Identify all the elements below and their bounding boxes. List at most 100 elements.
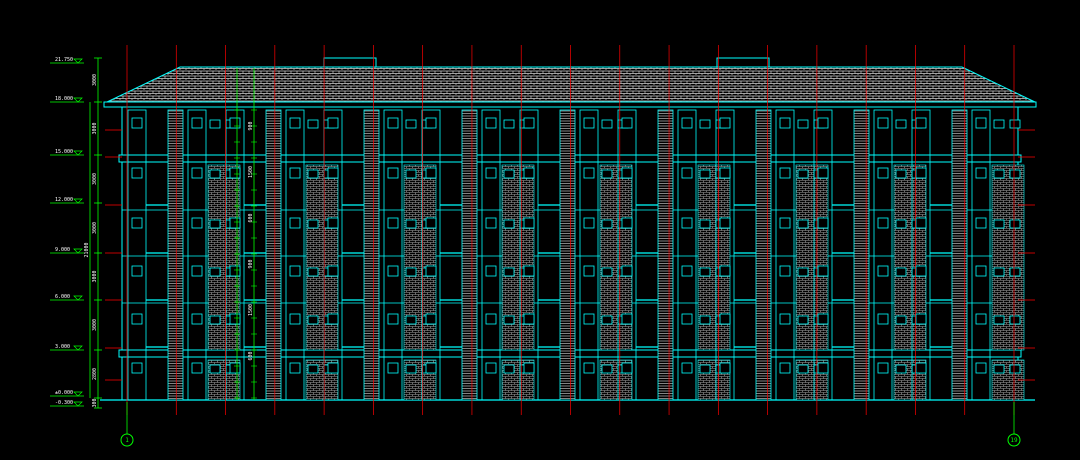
axis-bubbles: 1 19 bbox=[120, 402, 1021, 447]
window-small bbox=[797, 315, 809, 325]
louver-column bbox=[853, 109, 870, 401]
window-small bbox=[601, 169, 613, 179]
window-small bbox=[1009, 119, 1021, 129]
dimension-lines: 3000300030003000300030002800300210009001… bbox=[84, 57, 257, 409]
louver-column bbox=[167, 109, 184, 401]
window-small bbox=[209, 315, 221, 325]
level-triangle bbox=[73, 150, 83, 156]
window-small bbox=[699, 119, 711, 129]
window bbox=[327, 362, 339, 374]
dim-chain-text: 3000 bbox=[92, 173, 98, 185]
pier bbox=[383, 109, 403, 401]
window-small bbox=[699, 315, 711, 325]
window bbox=[485, 313, 497, 325]
window bbox=[191, 117, 203, 129]
level-triangle bbox=[73, 345, 83, 351]
louver-column bbox=[657, 109, 674, 401]
window bbox=[327, 117, 339, 129]
window bbox=[425, 167, 437, 179]
dim-inner-text: 600 bbox=[248, 213, 254, 222]
pier bbox=[285, 109, 305, 401]
dim-chain-text: 3000 bbox=[92, 319, 98, 331]
window bbox=[131, 313, 143, 325]
window bbox=[289, 167, 301, 179]
window bbox=[583, 167, 595, 179]
window bbox=[387, 313, 399, 325]
window-small bbox=[1009, 364, 1021, 374]
level-triangle bbox=[73, 97, 83, 103]
window bbox=[877, 265, 889, 277]
window-small bbox=[797, 169, 809, 179]
window bbox=[915, 167, 927, 179]
louver-column bbox=[755, 109, 772, 401]
dim-chain-text: 3000 bbox=[92, 74, 98, 86]
window-small bbox=[601, 364, 613, 374]
level-label: 21.750 bbox=[55, 57, 73, 63]
window-small bbox=[699, 219, 711, 229]
window bbox=[975, 217, 987, 229]
window bbox=[523, 217, 535, 229]
window-small bbox=[993, 267, 1005, 277]
window bbox=[131, 117, 143, 129]
window-small bbox=[405, 219, 417, 229]
window bbox=[975, 265, 987, 277]
window bbox=[387, 362, 399, 374]
window bbox=[817, 265, 829, 277]
window-small bbox=[209, 267, 221, 277]
window bbox=[621, 167, 633, 179]
window bbox=[485, 117, 497, 129]
window-small bbox=[307, 364, 319, 374]
window bbox=[327, 265, 339, 277]
window bbox=[975, 167, 987, 179]
window bbox=[915, 217, 927, 229]
pier bbox=[813, 109, 833, 401]
window-small bbox=[209, 364, 221, 374]
dim-inner-text: 900 bbox=[248, 121, 254, 130]
window bbox=[817, 117, 829, 129]
building-facade bbox=[100, 106, 1035, 401]
window-small bbox=[503, 169, 515, 179]
window bbox=[131, 362, 143, 374]
window bbox=[289, 313, 301, 325]
window bbox=[191, 167, 203, 179]
dim-inner-text: 1500 bbox=[248, 166, 254, 178]
window bbox=[485, 217, 497, 229]
window bbox=[621, 217, 633, 229]
window bbox=[229, 362, 241, 374]
window bbox=[387, 167, 399, 179]
window bbox=[817, 362, 829, 374]
dim-overall-text: 21000 bbox=[84, 242, 90, 257]
pier bbox=[617, 109, 637, 401]
window bbox=[915, 313, 927, 325]
pier bbox=[187, 109, 207, 401]
window-small bbox=[307, 169, 319, 179]
axis-grid-lines bbox=[105, 45, 1035, 415]
window-small bbox=[209, 219, 221, 229]
window bbox=[719, 117, 731, 129]
window bbox=[817, 313, 829, 325]
window bbox=[877, 167, 889, 179]
window bbox=[327, 313, 339, 325]
window bbox=[191, 217, 203, 229]
window-small bbox=[797, 119, 809, 129]
level-label: 9.000 bbox=[55, 247, 70, 253]
window-small bbox=[699, 364, 711, 374]
window-small bbox=[699, 267, 711, 277]
window bbox=[719, 313, 731, 325]
level-label: 12.000 bbox=[55, 197, 73, 203]
window-small bbox=[993, 119, 1005, 129]
window-small bbox=[405, 267, 417, 277]
window bbox=[719, 217, 731, 229]
window-small bbox=[1009, 267, 1021, 277]
level-label: 6.000 bbox=[55, 294, 70, 300]
window bbox=[229, 117, 241, 129]
window bbox=[621, 117, 633, 129]
window bbox=[229, 167, 241, 179]
window bbox=[387, 117, 399, 129]
level-label: 15.000 bbox=[55, 149, 73, 155]
window bbox=[681, 362, 693, 374]
window bbox=[583, 217, 595, 229]
window bbox=[877, 313, 889, 325]
window-small bbox=[503, 119, 515, 129]
window bbox=[681, 313, 693, 325]
